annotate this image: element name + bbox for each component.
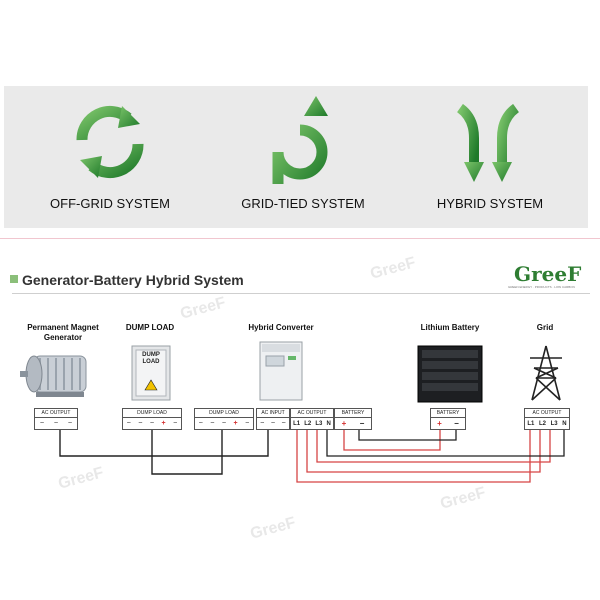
brand-tagline: GREEN ENERGY · PRODUCTS · LOW CARBON bbox=[508, 285, 575, 289]
two-way-arrows-icon bbox=[456, 104, 520, 182]
wire-battery-minus bbox=[358, 430, 457, 441]
divider-line bbox=[0, 238, 600, 239]
section-title: Generator-Battery Hybrid System bbox=[22, 272, 244, 288]
battery-terminal: BATTERY +− bbox=[430, 408, 466, 430]
section-marker bbox=[10, 275, 18, 283]
converter-battery-terminal: BATTERY +− bbox=[334, 408, 372, 430]
converter-ac-input-terminal: AC INPUT ~~~ bbox=[256, 408, 290, 430]
converter-dump-load-terminal: DUMP LOAD ~~~ +− bbox=[194, 408, 254, 430]
upward-curve-arrow-icon bbox=[272, 96, 328, 184]
wire-generator-to-ac-input bbox=[59, 430, 269, 457]
battery-label: Lithium Battery bbox=[420, 323, 480, 332]
wire-l3 bbox=[316, 430, 551, 463]
brand-logo: GreeF bbox=[514, 262, 582, 286]
section-underline bbox=[12, 293, 590, 294]
grid-label: Grid bbox=[536, 323, 554, 332]
generator-ac-output-terminal: AC OUTPUT ~~~ bbox=[34, 408, 78, 430]
transmission-tower-icon bbox=[530, 345, 562, 401]
converter-label: Hybrid Converter bbox=[248, 323, 314, 332]
dump-load-terminal: DUMP LOAD ~~~ +− bbox=[122, 408, 182, 430]
generator-motor-image bbox=[20, 355, 87, 397]
wire-neutral bbox=[326, 430, 565, 457]
off-grid-label: OFF-GRID SYSTEM bbox=[50, 196, 170, 211]
hybrid-label: HYBRID SYSTEM bbox=[436, 196, 544, 211]
recycle-arrows-icon bbox=[76, 106, 144, 178]
wire-l2 bbox=[306, 430, 541, 473]
dump-load-cabinet-image bbox=[131, 345, 171, 401]
lithium-battery-rack-image bbox=[417, 345, 483, 403]
grid-tied-label: GRID-TIED SYSTEM bbox=[241, 196, 365, 211]
dump-load-label: DUMP LOAD bbox=[125, 323, 175, 332]
hybrid-converter-image bbox=[259, 341, 303, 401]
wire-dump-load-link bbox=[151, 430, 223, 475]
